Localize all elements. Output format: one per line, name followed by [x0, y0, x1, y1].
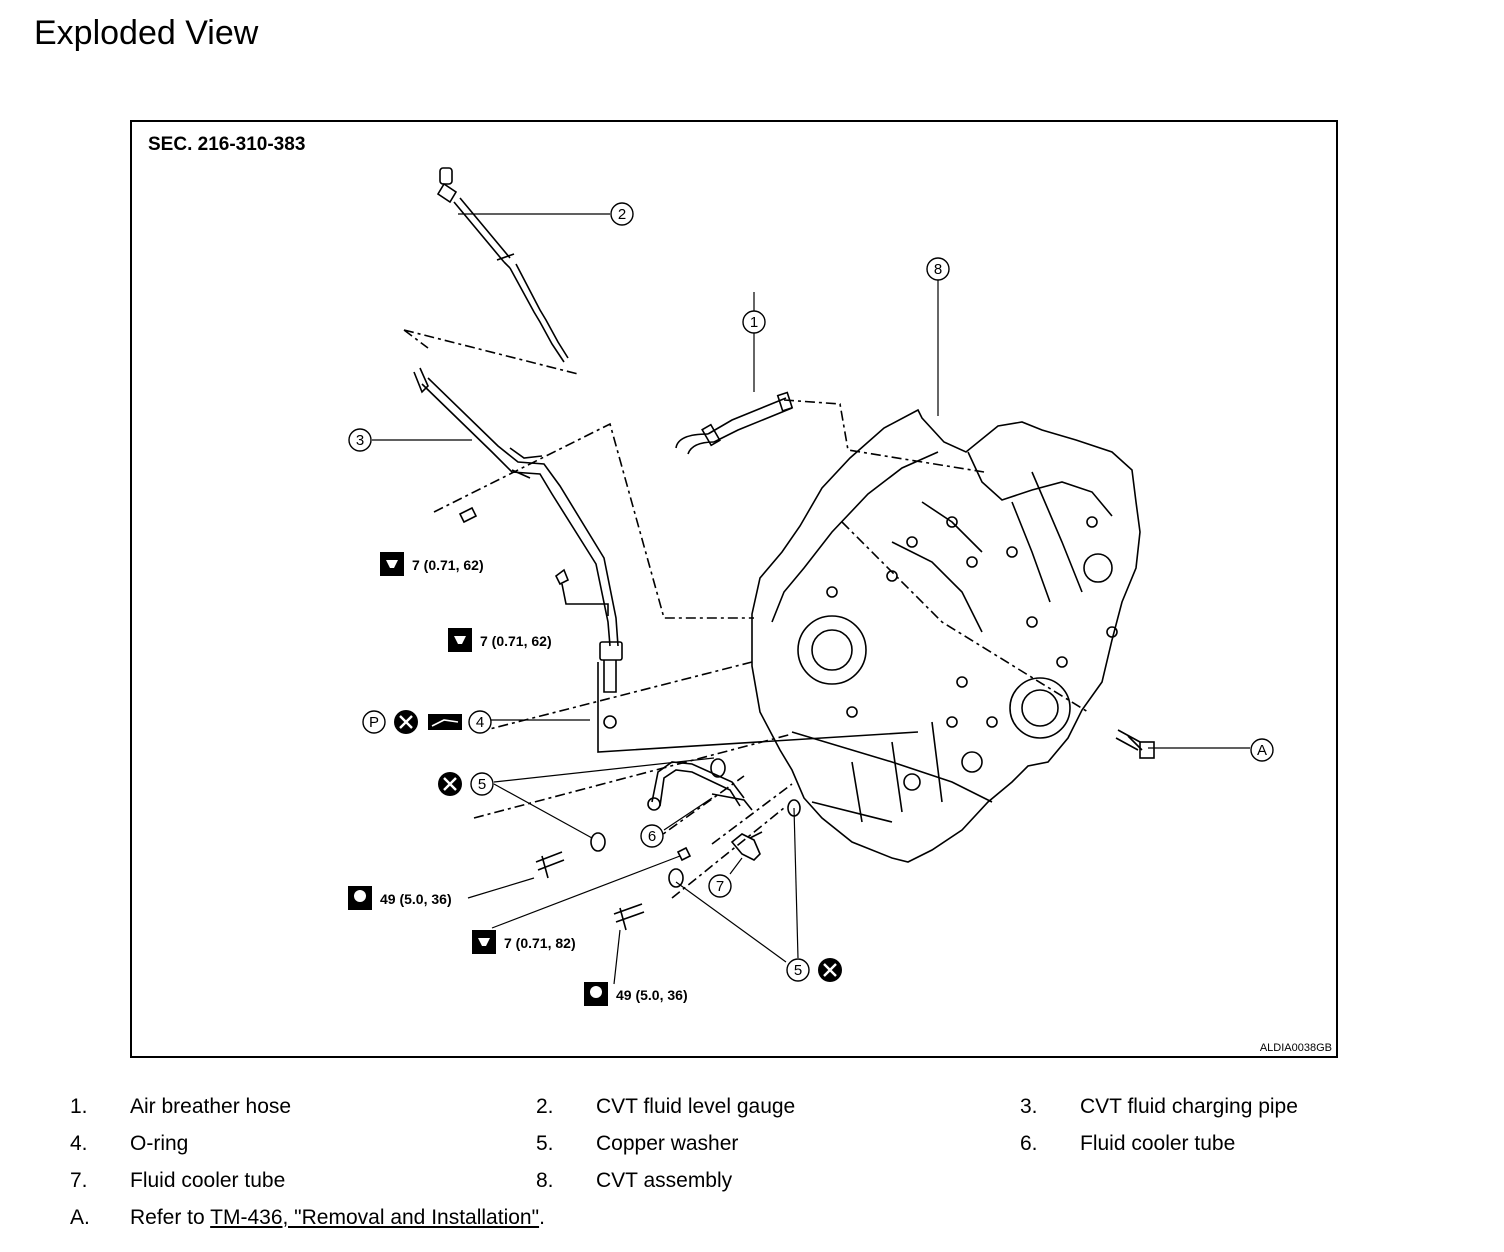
- note-suffix: .: [539, 1206, 545, 1229]
- svg-text:7 (0.71, 82): 7 (0.71, 82): [504, 935, 576, 951]
- legend-number: 7.: [70, 1169, 88, 1192]
- svg-text:1: 1: [750, 314, 758, 331]
- exploded-diagram: 2 8 1 3 4 P 5: [348, 167, 1274, 1006]
- parts-legend: 1. Air breather hose 2. CVT fluid level …: [70, 1095, 1490, 1243]
- fluid-charging-pipe-part: [413, 367, 919, 753]
- callout-2: 2: [610, 202, 634, 226]
- torque-spec-3: 49 (5.0, 36): [348, 886, 452, 910]
- svg-text:8: 8: [934, 261, 942, 278]
- svg-text:3: 3: [356, 432, 364, 449]
- legend-text: Fluid cooler tube: [1080, 1132, 1236, 1155]
- legend-number: 6.: [1020, 1132, 1038, 1155]
- legend-row: 4. O-ring 5. Copper washer 6. Fluid cool…: [70, 1132, 1490, 1169]
- page-title: Exploded View: [34, 14, 259, 52]
- air-breather-hose-part: [675, 391, 794, 455]
- fluid-cooler-tube-6-part: [647, 761, 753, 811]
- svg-text:2: 2: [618, 206, 626, 223]
- legend-row: 7. Fluid cooler tube 8. CVT assembly: [70, 1169, 1490, 1206]
- legend-text: CVT assembly: [596, 1169, 733, 1192]
- legend-text: O-ring: [130, 1132, 189, 1155]
- torque-spec-1: 7 (0.71, 62): [380, 552, 484, 576]
- do-not-reuse-icons: [394, 710, 842, 982]
- svg-text:49 (5.0, 36): 49 (5.0, 36): [616, 987, 688, 1003]
- svg-text:7 (0.71, 62): 7 (0.71, 62): [412, 557, 484, 573]
- legend-text: Copper washer: [596, 1132, 739, 1155]
- torque-spec-5: 49 (5.0, 36): [584, 982, 688, 1006]
- callout-4: 4: [468, 710, 492, 734]
- callout-6: 6: [640, 824, 664, 848]
- legend-text: Air breather hose: [130, 1095, 292, 1118]
- guide-lines: [403, 329, 1089, 899]
- callout-8: 8: [926, 257, 950, 281]
- apply-fluid-icon: [428, 714, 462, 730]
- callout-circles: 2 8 1 3 4 P 5: [348, 202, 1274, 982]
- legend-number: 1.: [70, 1095, 88, 1118]
- legend-number: 3.: [1020, 1095, 1038, 1118]
- note-label: A.: [70, 1206, 90, 1229]
- svg-text:5: 5: [794, 962, 802, 979]
- callout-1: 1: [742, 310, 766, 334]
- exploded-view-figure: SEC. 216-310-383 ALDIA0038GB: [130, 120, 1338, 1058]
- callout-3: 3: [348, 428, 372, 452]
- svg-text:5: 5: [478, 776, 486, 793]
- torque-spec-4: 7 (0.71, 82): [472, 930, 576, 954]
- section-label: SEC. 216-310-383: [148, 134, 306, 155]
- legend-number: 8.: [536, 1169, 554, 1192]
- torque-spec-2: 7 (0.71, 62): [448, 628, 552, 652]
- figure-id: ALDIA0038GB: [1259, 1042, 1332, 1054]
- callout-a: A: [1250, 738, 1274, 762]
- legend-text: CVT fluid level gauge: [596, 1095, 796, 1118]
- cvt-assembly-part: [751, 408, 1141, 863]
- fluid-level-gauge-part: [436, 167, 569, 363]
- note-row: A. Refer to TM-436, "Removal and Install…: [70, 1206, 1490, 1243]
- callout-5-upper: 5: [470, 772, 494, 796]
- legend-number: 4.: [70, 1132, 88, 1155]
- do-not-reuse-icon: [818, 958, 842, 982]
- torque-specs: 7 (0.71, 62) 7 (0.71, 62) 49 (5.0, 36) 7…: [348, 552, 688, 1006]
- fasteners: [458, 506, 1155, 931]
- svg-text:4: 4: [476, 714, 484, 731]
- callout-7: 7: [708, 874, 732, 898]
- leader-lines: [372, 213, 1250, 985]
- svg-text:49 (5.0, 36): 49 (5.0, 36): [380, 891, 452, 907]
- callout-5-lower: 5: [786, 958, 810, 982]
- do-not-reuse-icon: [438, 772, 462, 796]
- callout-p: P: [362, 710, 386, 734]
- svg-text:7: 7: [716, 878, 724, 895]
- note-prefix: Refer to: [130, 1206, 211, 1229]
- svg-text:P: P: [369, 714, 379, 731]
- legend-number: 5.: [536, 1132, 554, 1155]
- fluid-cooler-tube-7-part: [730, 831, 763, 861]
- note-text: Refer to TM-436, "Removal and Installati…: [130, 1206, 545, 1230]
- svg-text:6: 6: [648, 828, 656, 845]
- svg-text:A: A: [1257, 742, 1267, 759]
- do-not-reuse-icon: [394, 710, 418, 734]
- legend-number: 2.: [536, 1095, 554, 1118]
- legend-text: CVT fluid charging pipe: [1080, 1095, 1298, 1118]
- legend-text: Fluid cooler tube: [130, 1169, 286, 1192]
- legend-row: 1. Air breather hose 2. CVT fluid level …: [70, 1095, 1490, 1132]
- tm-436-link[interactable]: TM-436, "Removal and Installation": [210, 1206, 540, 1229]
- svg-text:7 (0.71, 62): 7 (0.71, 62): [480, 633, 552, 649]
